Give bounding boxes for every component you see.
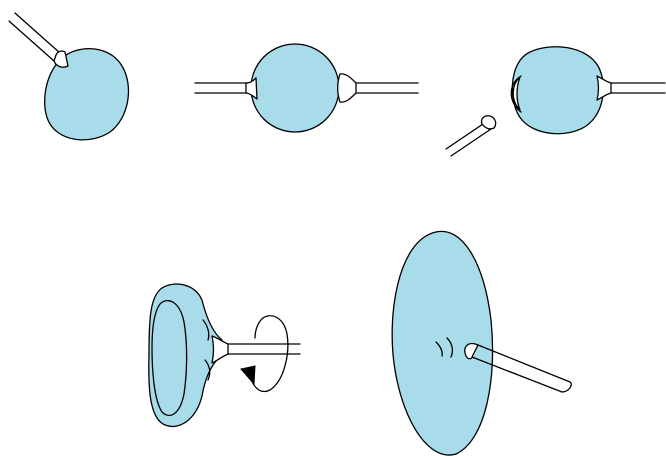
circular-arrow-icon [240,315,289,393]
stage-1 [8,12,130,141]
stage-3-dimple [512,76,521,111]
stage-2 [194,43,419,133]
stage-3-withdrawn-pipette [445,115,497,157]
stage-5-fold-1 [435,341,443,357]
stage-1-pipette [8,12,69,68]
rotation-arrowhead [240,365,256,386]
stage-4-body [148,283,223,428]
stage-5-fold-2 [446,337,454,358]
stage-5 [391,230,572,456]
stage-3-sphere [511,46,604,135]
stage-4-rim [151,299,188,417]
stage-3 [445,46,666,157]
stage-5-disc [391,230,494,456]
stage-4 [148,283,301,428]
stage-2-left-pipette [194,77,258,100]
stage-2-sphere [250,43,340,133]
stage-5-pipette [464,342,572,393]
stage-2-right-pipette [337,73,419,103]
stage-1-sphere [44,48,130,141]
stage-3-right-pipette [596,75,666,101]
